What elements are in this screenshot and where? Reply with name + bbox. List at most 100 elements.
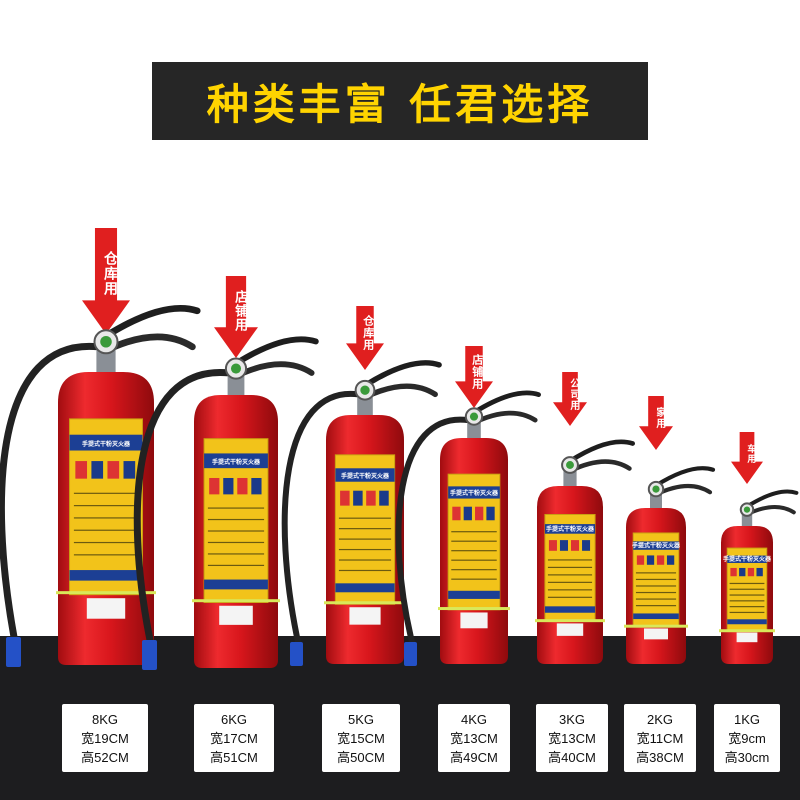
label-text-line: [338, 548, 392, 551]
label-text-line: [73, 541, 139, 544]
label-text-line: [635, 578, 677, 581]
label-company-strip: [448, 590, 500, 599]
top-lever: [471, 390, 541, 415]
use-label: 店铺用: [232, 289, 248, 332]
use-label: 仓库用: [361, 314, 375, 351]
discharge-hose: [0, 342, 102, 641]
top-lever: [745, 489, 799, 509]
use-label: 公司用: [567, 377, 579, 411]
label-text-line: [635, 585, 677, 587]
spec-width: 宽19CM: [81, 730, 129, 746]
mounting-strap: [719, 629, 775, 633]
fire-extinguisher: 手提式干粉灭火器: [641, 487, 800, 674]
top-lever: [653, 466, 716, 488]
usage-pictogram-icon: [209, 477, 220, 495]
use-arrow: 公司用: [553, 372, 587, 426]
mounting-strap: [192, 599, 280, 603]
spec-width: 宽15CM: [337, 730, 385, 746]
hose-nozzle: [142, 640, 157, 670]
usage-pictogram-icon: [571, 540, 580, 551]
label-title: 手提式干粉灭火器: [82, 440, 131, 448]
label-title: 手提式干粉灭火器: [212, 458, 261, 466]
label-text-line: [73, 505, 139, 507]
use-label: 车用: [745, 443, 756, 464]
arrow-shape: [346, 306, 384, 370]
label-text-line: [338, 517, 392, 519]
label-text-line: [635, 572, 677, 574]
top-lever: [567, 439, 636, 464]
label-text-line: [338, 559, 392, 561]
label-text-line: [207, 507, 265, 509]
usage-pictogram-icon: [730, 567, 737, 577]
use-arrow: 仓库用: [346, 306, 384, 370]
hose-nozzle: [6, 637, 21, 667]
label-title-strip: [544, 524, 596, 534]
usage-pictogram-icon: [353, 490, 363, 506]
label-text-line: [338, 528, 392, 530]
carry-handle: [471, 410, 538, 426]
spec-width: 宽13CM: [548, 730, 596, 746]
label-text-line: [451, 578, 497, 580]
fire-extinguisher: 手提式干粉灭火器: [457, 436, 683, 674]
arrow-body: [455, 346, 493, 408]
use-arrow: 店铺用: [455, 346, 493, 408]
spec-weight: 1KG: [733, 711, 760, 727]
label-title-strip: [727, 555, 767, 563]
label-text-line: [547, 581, 593, 583]
gauge-green-zone: [652, 485, 660, 493]
use-label: 店铺用: [470, 353, 484, 390]
gauge-green-zone: [230, 363, 242, 374]
label-text-line: [207, 564, 265, 567]
discharge-hose: [133, 369, 233, 644]
label-text-line: [73, 529, 139, 531]
label-title: 手提式干粉灭火器: [341, 472, 390, 480]
usage-pictogram-icon: [756, 567, 763, 577]
usage-pictogram-icon: [739, 567, 746, 577]
label-company-strip: [204, 579, 268, 590]
mounting-strap: [624, 624, 688, 628]
usage-pictogram-icon: [251, 477, 262, 495]
spec-weight: 4KG: [460, 711, 487, 727]
arrow-shape: [455, 346, 493, 408]
spec-weight: 8KG: [91, 711, 118, 727]
usage-pictogram-icon: [75, 461, 88, 479]
label-text-line: [73, 554, 139, 556]
inspection-sticker: [460, 612, 488, 629]
usage-pictogram-icon: [559, 540, 568, 551]
label-text-line: [635, 591, 677, 594]
usage-pictogram-icon: [475, 506, 484, 521]
gauge-green-zone: [469, 412, 479, 421]
label-text-line: [547, 559, 593, 561]
arrow-body: [731, 432, 763, 484]
hose-nozzle: [404, 642, 417, 666]
label-text-line: [207, 518, 265, 521]
arrow-shape: [639, 396, 673, 450]
usage-pictogram-icon: [91, 461, 104, 479]
fire-extinguisher: 手提式干粉灭火器: [546, 463, 766, 674]
inspection-sticker: [736, 632, 758, 643]
top-lever: [233, 336, 319, 367]
use-arrow: 车用: [731, 432, 763, 484]
arrow-shape: [214, 276, 258, 358]
label-text-line: [451, 540, 497, 542]
label-text-line: [729, 594, 765, 596]
spec-width: 宽11CM: [636, 730, 684, 746]
label-text-line: [729, 611, 765, 614]
mounting-strap: [535, 619, 605, 623]
usage-pictogram-icon: [379, 490, 389, 506]
label-company-strip: [69, 570, 143, 581]
label-company-strip: [727, 619, 767, 625]
label-text-line: [547, 589, 593, 591]
arrow-body: [82, 228, 130, 334]
usage-pictogram-icon: [237, 477, 248, 495]
label-text-line: [547, 574, 593, 576]
gauge-green-zone: [743, 506, 751, 513]
usage-pictogram-icon: [486, 506, 495, 521]
label-title: 手提式干粉灭火器: [632, 541, 681, 549]
arrow-body: [346, 306, 384, 370]
label-title-strip: [335, 468, 395, 482]
